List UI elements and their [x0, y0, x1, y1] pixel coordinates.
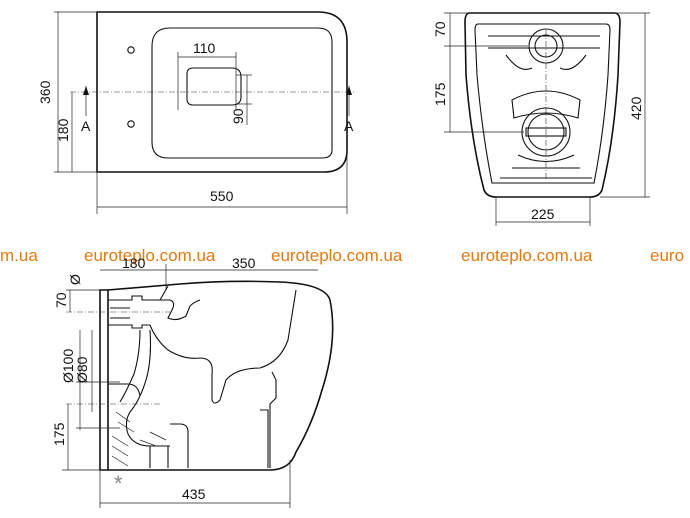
wall-plate	[99, 289, 109, 471]
top-view-bowl	[151, 27, 333, 159]
width-label: 550	[210, 188, 234, 204]
cut-left-label: 180	[122, 255, 146, 271]
cut-right-label: 350	[232, 255, 256, 271]
mounting-hole-bottom	[127, 120, 135, 128]
watermark-5: euro	[650, 246, 684, 265]
front-outlet-inner	[527, 113, 565, 151]
watermark-row: m.ua euroteplo.com.ua euroteplo.com.ua e…	[0, 246, 684, 265]
depth-label: 360	[37, 80, 53, 104]
top-view: 110 90 A A 360 180 550	[37, 11, 355, 214]
front-view-inner	[474, 23, 611, 184]
watermark-1: m.ua	[0, 246, 38, 265]
front-height-label: 420	[628, 96, 644, 120]
tolerance-star: *	[114, 471, 123, 496]
front-middle-label: 175	[432, 82, 448, 106]
side-view: 180 350 Ø 70 Ø100	[51, 255, 334, 508]
side-d80-label: Ø80	[74, 356, 90, 383]
watermark-2: euroteplo.com.ua	[84, 246, 216, 265]
watermark-3: euroteplo.com.ua	[271, 246, 403, 265]
mounting-hole-top	[127, 46, 135, 54]
side-length-label: 435	[182, 486, 206, 502]
watermark-4: euroteplo.com.ua	[461, 246, 593, 265]
side-upper-label: 70	[53, 292, 69, 308]
top-view-hole	[186, 67, 242, 106]
hole-width-label: 110	[193, 40, 216, 56]
side-d100-label: Ø100	[60, 349, 76, 383]
front-view: 70 175 420 225	[432, 12, 650, 226]
section-label-right: A	[344, 118, 354, 134]
front-base-label: 225	[531, 206, 555, 222]
hole-depth-label: 90	[230, 108, 246, 124]
front-top-label: 70	[432, 21, 448, 37]
side-lower-label: 175	[51, 422, 67, 446]
side-view-outline	[107, 280, 334, 471]
diameter-symbol: Ø	[67, 274, 83, 285]
section-label-left: A	[81, 118, 91, 134]
half-depth-label: 180	[55, 118, 71, 142]
